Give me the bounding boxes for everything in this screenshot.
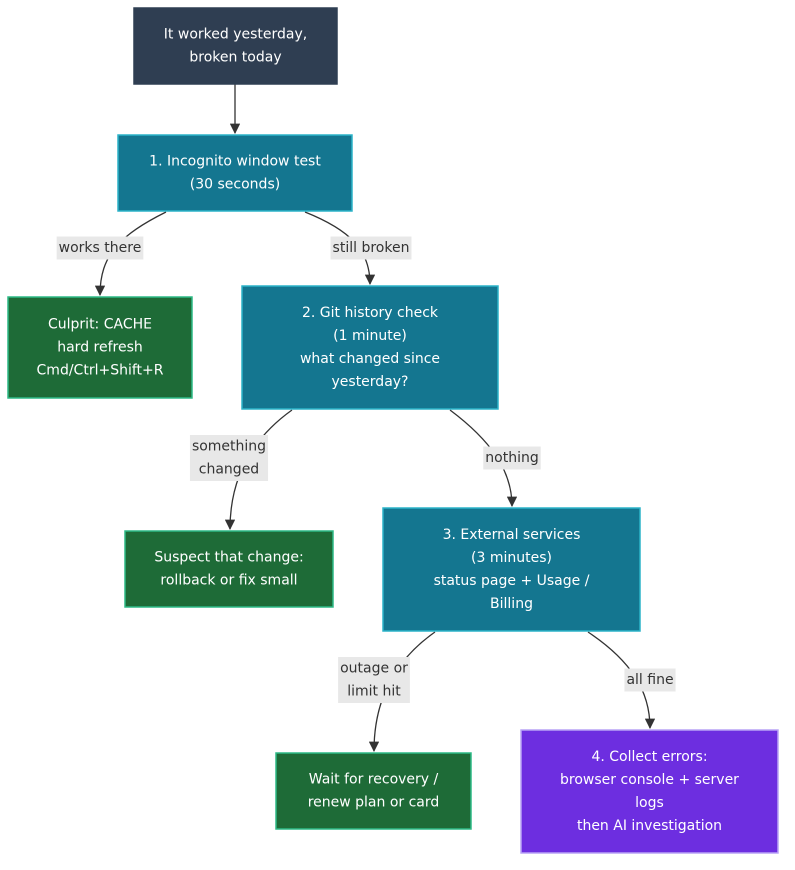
node-collect-text: logs	[635, 795, 664, 811]
node-git-text: (1 minute)	[333, 328, 407, 344]
node-wait-box	[275, 752, 472, 830]
edge-label-text: outage or	[340, 661, 408, 677]
edge-label-background	[624, 668, 676, 692]
node-cache-box	[7, 296, 193, 399]
node-git-text: 2. Git history check	[302, 305, 439, 321]
edge-label-incognito-cache: works there	[56, 236, 144, 260]
node-suspect-text: Suspect that change:	[154, 550, 303, 566]
node-collect-text: 4. Collect errors:	[591, 749, 707, 765]
node-git-text: what changed since	[300, 351, 440, 367]
edge-label-incognito-git: still broken	[330, 236, 412, 260]
node-external-text: Billing	[490, 596, 533, 612]
node-git: 2. Git history check (1 minute) what chang…	[241, 285, 499, 410]
edge-label-external-collect: all fine	[624, 668, 676, 692]
node-external: 3. External services (3 minutes) status pa…	[382, 507, 641, 632]
node-incognito: 1. Incognito window test (30 seconds)	[117, 134, 353, 212]
node-cache-text: Cmd/Ctrl+Shift+R	[37, 363, 164, 379]
edge-label-background	[56, 236, 144, 260]
node-cache-text: Culprit: CACHE	[48, 317, 152, 333]
node-incognito-box	[117, 134, 353, 212]
node-git-box	[241, 285, 499, 410]
node-collect-box	[520, 729, 779, 854]
nodes: It worked yesterday, broken today 1. Incog…	[7, 7, 779, 854]
edge-label-git-suspect: something changed	[189, 435, 269, 481]
node-suspect-text: rollback or fix small	[160, 573, 297, 589]
edge-label-text: nothing	[485, 450, 538, 466]
edge-label-background	[330, 236, 412, 260]
node-suspect: Suspect that change: rollback or fix smal…	[124, 530, 334, 608]
node-start-box	[133, 7, 338, 85]
node-external-text: (3 minutes)	[471, 550, 552, 566]
node-wait: Wait for recovery / renew plan or card	[275, 752, 472, 830]
node-external-text: 3. External services	[443, 527, 581, 543]
node-wait-text: renew plan or card	[308, 795, 440, 811]
node-collect-text: then AI investigation	[577, 818, 722, 834]
node-collect-text: browser console + server	[560, 772, 739, 788]
node-external-box	[382, 507, 641, 632]
node-collect: 4. Collect errors: browser console + serv…	[520, 729, 779, 854]
node-start-text: It worked yesterday,	[164, 27, 307, 43]
node-incognito-text: (30 seconds)	[190, 177, 280, 193]
edge-label-text: still broken	[333, 240, 410, 256]
node-cache-text: hard refresh	[57, 340, 143, 356]
edge-label-text: changed	[199, 462, 259, 478]
node-start: It worked yesterday, broken today	[133, 7, 338, 85]
edge-label-background	[483, 446, 541, 470]
node-incognito-text: 1. Incognito window test	[149, 154, 321, 170]
node-wait-text: Wait for recovery /	[309, 772, 439, 788]
edge-label-background	[338, 657, 410, 703]
node-cache: Culprit: CACHE hard refreshCmd/Ctrl+Shift…	[7, 296, 193, 399]
node-git-text: yesterday?	[332, 374, 409, 390]
edge-label-git-external: nothing	[483, 446, 541, 470]
edge-label-background	[189, 435, 269, 481]
edge-label-text: limit hit	[347, 684, 401, 700]
edge-label-text: something	[192, 439, 266, 455]
edge-label-external-wait: outage or limit hit	[338, 657, 410, 703]
node-external-text: status page + Usage /	[434, 573, 590, 589]
node-suspect-box	[124, 530, 334, 608]
edge-labels: works there still broken something changed n…	[56, 236, 676, 703]
node-start-text: broken today	[189, 50, 281, 66]
edge-label-text: all fine	[626, 672, 673, 688]
edge-label-text: works there	[59, 240, 142, 256]
